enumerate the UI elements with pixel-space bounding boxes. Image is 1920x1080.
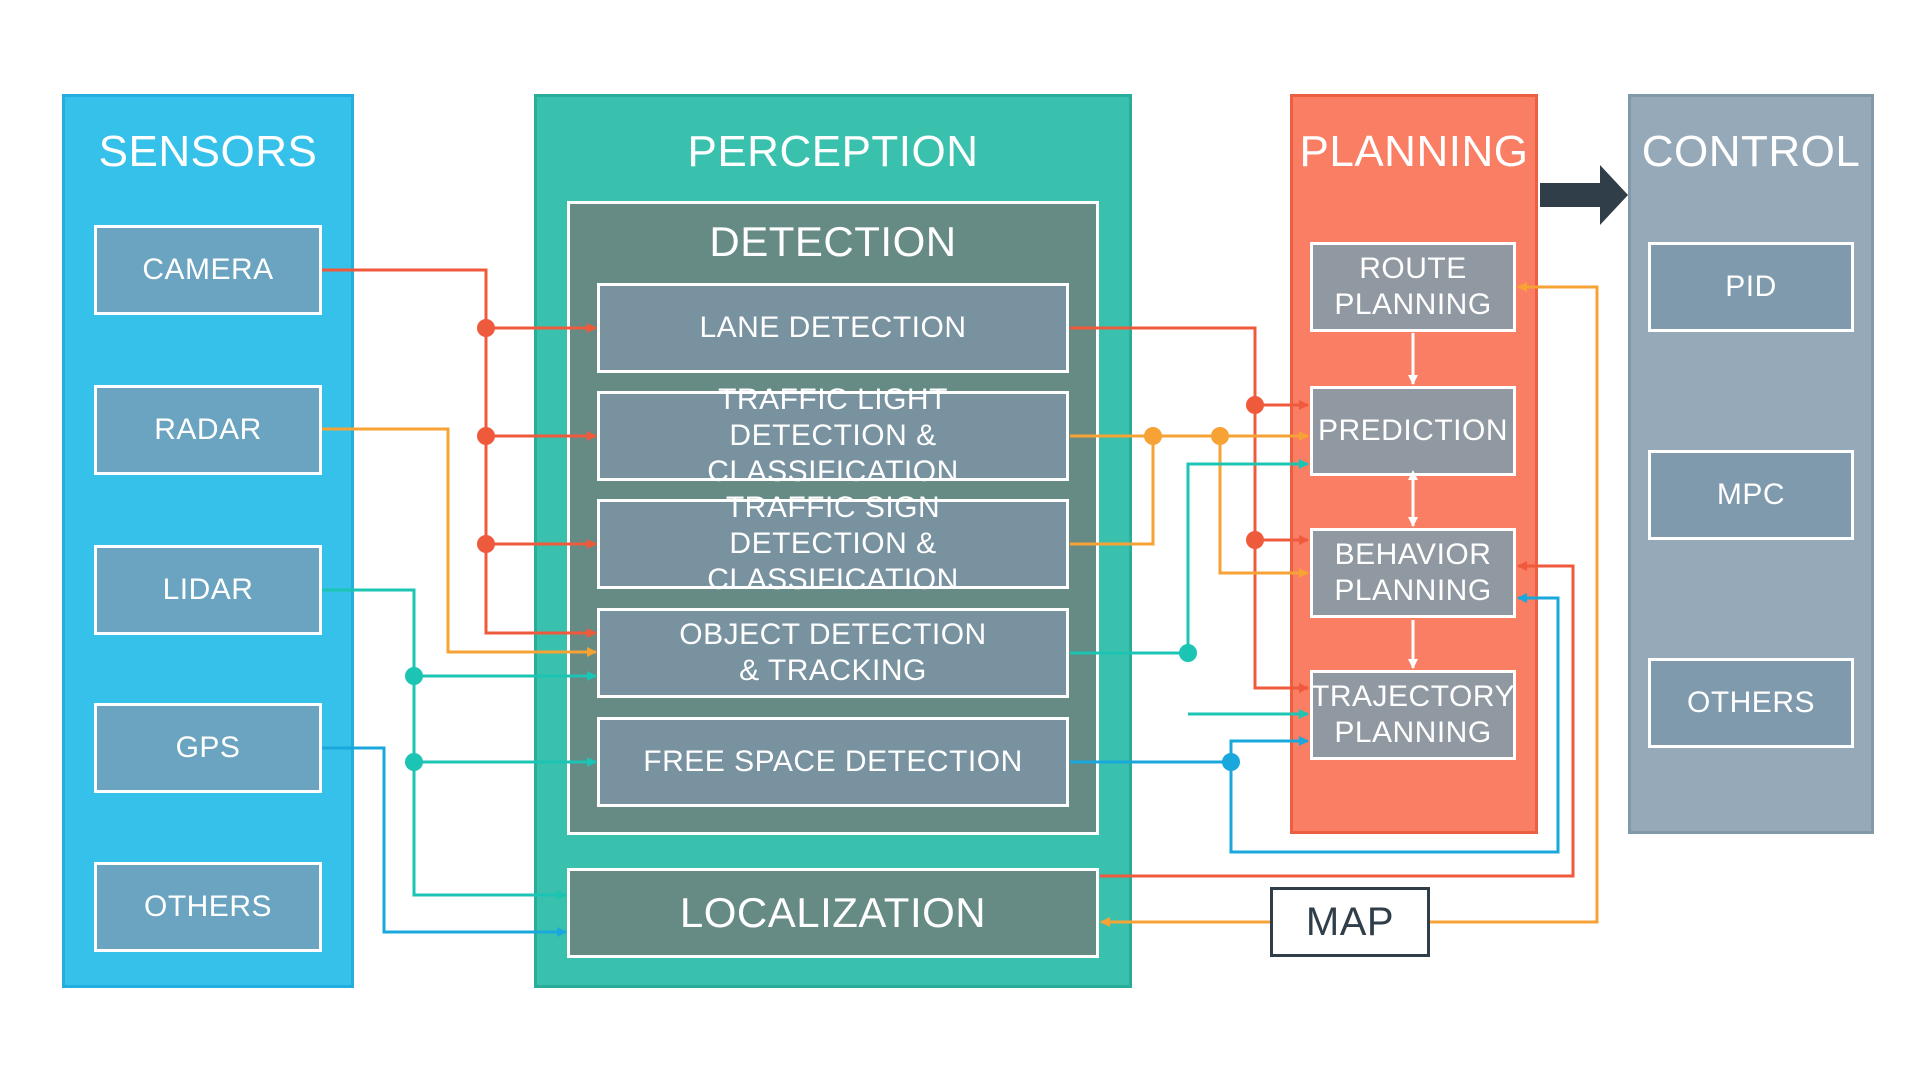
camera-wires xyxy=(322,268,597,638)
gps-wire xyxy=(322,746,567,937)
behavior-planning-box: BEHAVIOR PLANNING xyxy=(1310,528,1516,618)
mpc-box: MPC xyxy=(1648,450,1854,540)
route-planning-box: ROUTE PLANNING xyxy=(1310,242,1516,332)
planning-title: PLANNING xyxy=(1299,127,1529,176)
lane-detection-junctions xyxy=(1246,396,1264,549)
camera-junctions xyxy=(477,319,495,553)
lidar-junctions xyxy=(405,667,423,771)
radar-box: RADAR xyxy=(94,385,322,475)
control-others-box: OTHERS xyxy=(1648,658,1854,748)
object-detection-wires xyxy=(1070,459,1309,719)
pid-box: PID xyxy=(1648,242,1854,332)
localization-wire xyxy=(1100,561,1575,878)
traffic-signal-junctions xyxy=(1144,427,1229,445)
object-detection-box: OBJECT DETECTION & TRACKING xyxy=(597,608,1069,698)
perception-title: PERCEPTION xyxy=(687,127,979,176)
free-space-wires xyxy=(1070,593,1560,854)
detection-title: DETECTION xyxy=(709,218,957,265)
free-space-junction xyxy=(1222,753,1240,771)
lidar-wires xyxy=(322,588,597,900)
free-space-detection-box: FREE SPACE DETECTION xyxy=(597,717,1069,807)
gps-box: GPS xyxy=(94,703,322,793)
control-title: CONTROL xyxy=(1641,127,1861,176)
prediction-box: PREDICTION xyxy=(1310,386,1516,476)
traffic-signal-wires xyxy=(1070,431,1309,578)
planning-to-control-arrow xyxy=(1540,165,1628,225)
sensors-title: SENSORS xyxy=(98,127,318,176)
trajectory-planning-box: TRAJECTORY PLANNING xyxy=(1310,670,1516,760)
map-wires xyxy=(1100,282,1599,927)
map-box: MAP xyxy=(1270,887,1430,957)
object-detection-junction xyxy=(1179,644,1197,662)
camera-box: CAMERA xyxy=(94,225,322,315)
lane-detection-box: LANE DETECTION xyxy=(597,283,1069,373)
localization-box: LOCALIZATION xyxy=(567,868,1099,958)
sensor-others-box: OTHERS xyxy=(94,862,322,952)
lidar-box: LIDAR xyxy=(94,545,322,635)
radar-wire xyxy=(322,427,597,657)
